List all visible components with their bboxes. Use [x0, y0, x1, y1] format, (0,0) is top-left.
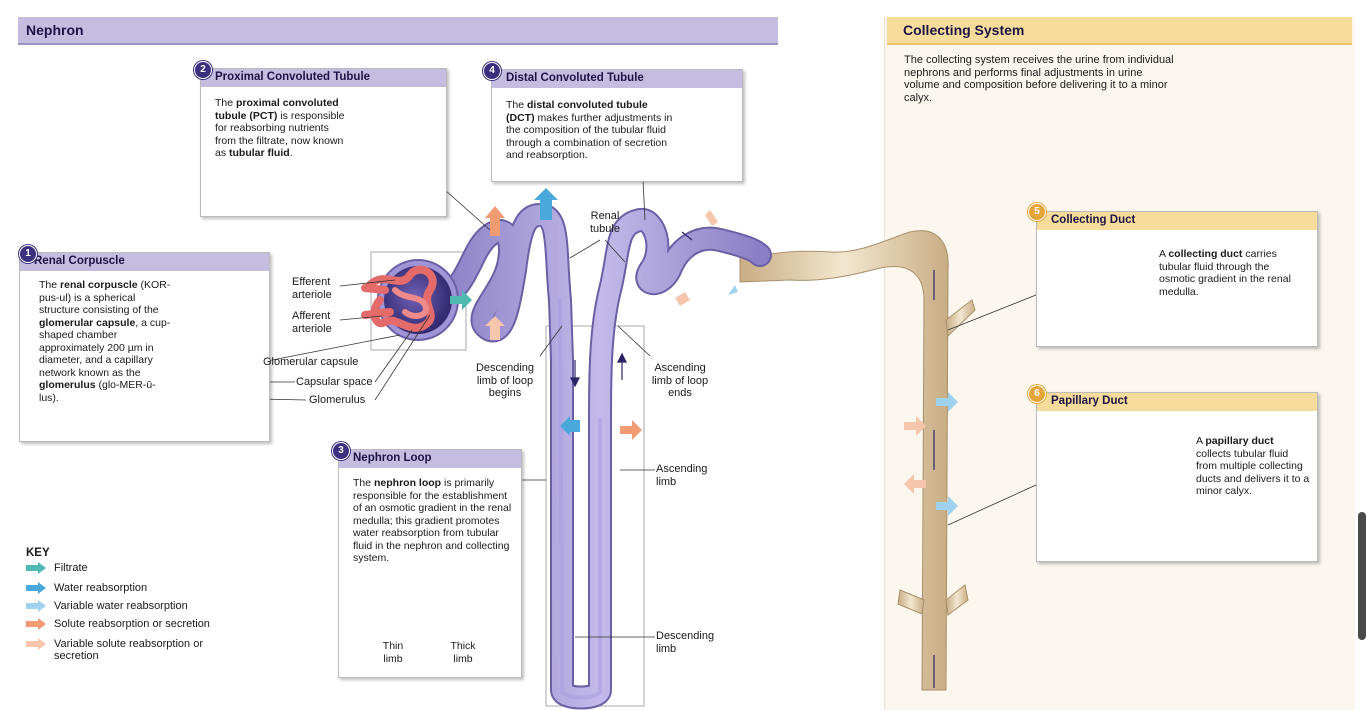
nephron-loop-title: Nephron Loop: [339, 450, 521, 468]
key-item-label: Water reabsorption: [54, 582, 148, 594]
scrollbar-thumb[interactable]: [1358, 512, 1366, 640]
dct-text: The distal convoluted tubule (DCT) makes…: [506, 99, 676, 162]
renal-tubule-label: Renal tubule: [590, 210, 620, 235]
ascending-limb-label: Ascending limb: [656, 463, 708, 488]
ascending-limb-ends-label: Ascending limb of loop ends: [651, 362, 709, 399]
step-badge-1: 1: [19, 245, 37, 263]
renal-corpuscle-box: Renal Corpuscle The renal corpuscle (KOR…: [19, 252, 270, 442]
key-item: Solute reabsorption or secretion: [26, 618, 210, 630]
text-run: , a cup-shaped chamber approximately 200…: [39, 316, 171, 379]
bold-term: proximal convoluted tubule (PCT): [215, 97, 339, 122]
text-run: The: [215, 97, 237, 109]
pct-box: Proximal Convoluted Tubule The proximal …: [200, 68, 447, 217]
afferent-arteriole-label: Afferent arteriole: [292, 310, 332, 335]
key-title: KEY: [26, 547, 50, 559]
renal-corpuscle-drawing: [361, 259, 459, 341]
collecting-duct-box: Collecting Duct A collecting duct carrie…: [1036, 211, 1318, 347]
key-item: Filtrate: [26, 562, 88, 574]
glomerulus-label: Glomerulus: [309, 394, 366, 406]
key-item: Variable solute reabsorption or secretio…: [26, 638, 224, 662]
nephron-loop-box: Nephron Loop The nephron loop is primari…: [338, 449, 522, 678]
step-badge-6: 6: [1028, 385, 1046, 403]
capsular-space-label: Capsular space: [296, 376, 373, 388]
text-run: (glo-MER-ū-lus).: [39, 379, 156, 404]
collecting-system-title: Collecting System: [903, 22, 1025, 38]
text-run: The: [39, 279, 61, 291]
text-run: carries tubular fluid through the osmoti…: [1159, 248, 1291, 298]
text-run: .: [289, 147, 293, 159]
step-badge-3: 3: [332, 442, 350, 460]
bold-term: glomerular capsule: [39, 316, 136, 329]
text-run: The: [353, 477, 375, 489]
nephron-loop-text: The nephron loop is primarily responsibl…: [353, 477, 513, 565]
descending-limb-label: Descending limb: [656, 630, 715, 655]
bold-term: collecting duct: [1168, 248, 1243, 260]
pct-title: Proximal Convoluted Tubule: [201, 69, 446, 87]
key-item: Variable water reabsorption: [26, 600, 188, 612]
bold-term: distal convoluted tubule (DCT): [506, 99, 648, 124]
collecting-duct-drawing: [739, 230, 976, 691]
pct-text: The proximal convoluted tubule (PCT) is …: [215, 97, 350, 160]
renal-corpuscle-title: Renal Corpuscle: [20, 253, 269, 271]
bold-term: glomerulus: [39, 379, 96, 391]
key-item-label: Filtrate: [54, 562, 88, 574]
key-arrow-icon: [26, 600, 46, 612]
key-item-label: Variable solute reabsorption or secretio…: [54, 638, 203, 662]
step-badge-4: 4: [483, 62, 501, 80]
transport-arrows: [450, 188, 958, 516]
efferent-arteriole-label: Efferent arteriole: [292, 276, 332, 301]
collecting-duct-title: Collecting Duct: [1037, 212, 1317, 230]
papillary-duct-title: Papillary Duct: [1037, 393, 1317, 411]
bold-term: renal corpuscle: [60, 279, 138, 291]
text-run: is responsible for reabsorbing nutrients…: [215, 109, 345, 160]
key-arrow-icon: [26, 638, 46, 650]
key-arrow-icon: [26, 562, 46, 574]
dct-box: Distal Convoluted Tubule The distal conv…: [491, 69, 743, 182]
key-item-label: Variable water reabsorption: [54, 600, 188, 612]
text-run: The: [506, 99, 528, 111]
text-run: makes further adjustments in the composi…: [506, 111, 673, 162]
thin-limb-label: Thin limb: [382, 640, 404, 665]
step-badge-5: 5: [1028, 203, 1046, 221]
text-run: is primarily responsible for the establi…: [353, 477, 512, 564]
key-arrow-icon: [26, 618, 46, 630]
nephron-header: Nephron: [18, 17, 778, 45]
text-run: A: [1196, 435, 1206, 447]
key-arrow-icon: [26, 582, 46, 594]
glomerular-capsule-label: Glomerular capsule: [263, 356, 359, 368]
step-badge-2: 2: [194, 61, 212, 79]
papillary-duct-text: A papillary duct collects tubular fluid …: [1196, 435, 1311, 498]
collecting-system-header: Collecting System: [887, 17, 1352, 45]
key-item-label: Solute reabsorption or secretion: [54, 618, 210, 630]
text-run: A: [1159, 248, 1169, 260]
thick-limb-label: Thick limb: [450, 640, 476, 665]
renal-corpuscle-text: The renal corpuscle (KOR-pus-ul) is a sp…: [39, 279, 174, 404]
bold-term: papillary duct: [1205, 435, 1274, 447]
bold-term: nephron loop: [374, 477, 442, 489]
collecting-system-intro: The collecting system receives the urine…: [904, 54, 1174, 104]
nephron-title: Nephron: [26, 22, 84, 38]
key-item: Water reabsorption: [26, 582, 147, 594]
descending-limb-begins-label: Descending limb of loop begins: [475, 362, 535, 399]
papillary-duct-box: Papillary Duct A papillary duct collects…: [1036, 392, 1318, 562]
text-run: (KOR-pus-ul) is a spherical structure co…: [39, 279, 171, 316]
text-run: collects tubular fluid from multiple col…: [1196, 447, 1310, 498]
bold-term: tubular fluid: [229, 147, 290, 159]
collecting-duct-text: A collecting duct carries tubular fluid …: [1159, 248, 1299, 298]
dct-title: Distal Convoluted Tubule: [492, 70, 742, 88]
tubule-drawing: [428, 203, 772, 710]
